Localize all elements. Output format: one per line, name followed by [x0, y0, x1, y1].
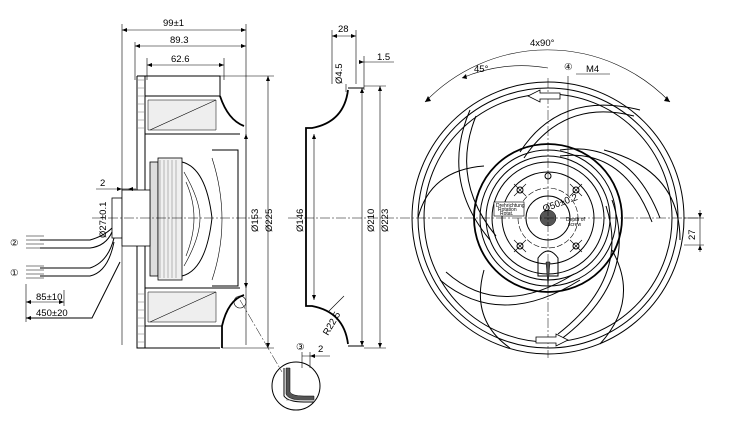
- dim-radius: R22.5: [321, 310, 343, 337]
- dim-wall: 1.5: [377, 52, 390, 63]
- shroud-hatch: [138, 79, 144, 343]
- dim-width-inner: 89.3: [170, 35, 189, 46]
- detail-marker: ③: [296, 342, 305, 353]
- dim-offset: 27: [687, 229, 698, 240]
- dim-hub-offset: 2: [100, 178, 105, 189]
- rotation-label-1: Drehrichtung: [496, 203, 525, 209]
- dim-inner-dia: Ø210: [366, 209, 377, 232]
- rotation-label-box: [493, 201, 525, 217]
- screw-label-1: Depth of: [566, 217, 586, 223]
- dim-cable-length: 450±20: [36, 308, 68, 319]
- dim-section-height: 28: [338, 24, 349, 35]
- dim-angle: 45°: [474, 64, 489, 75]
- bolt-holes: [513, 172, 583, 253]
- dim-overall-width: 99±1: [163, 18, 184, 29]
- dim-hub-dia: Ø27±0.1: [98, 202, 109, 238]
- thread-marker: ④: [564, 62, 573, 73]
- impeller-blades: [417, 104, 681, 349]
- rotation-arrow-bottom-icon: [535, 333, 569, 347]
- detail-dim: 2: [318, 344, 323, 355]
- front-view: 4x90° 45° ④ M4: [400, 38, 704, 358]
- cable-marker-1: ①: [10, 268, 19, 279]
- thread-size: M4: [586, 64, 599, 75]
- rotation-arrow-top-icon: [527, 89, 561, 103]
- dim-pattern: 4x90°: [530, 38, 555, 49]
- dim-bolt-circle: Ø50±0.2: [541, 192, 579, 215]
- dim-inlet-dia: Ø146: [295, 209, 306, 232]
- side-view: 99±1 89.3 62.6: [10, 18, 283, 373]
- dim-outer-dia-section: Ø223: [380, 209, 391, 232]
- dim-outer-dia: Ø225: [264, 209, 275, 232]
- dim-hole-dia: Ø4.5: [334, 63, 345, 84]
- rotation-label-2: Rotation: [498, 207, 517, 213]
- dim-width-shroud: 62.6: [171, 54, 190, 65]
- detail-view: ③ 2: [271, 342, 330, 411]
- screw-label-2: screw: [568, 222, 581, 228]
- cable-marker-2: ②: [10, 238, 19, 249]
- section-view: 28 Ø4.5 1.5 Ø146 Ø210 Ø223 R22.5: [288, 24, 400, 349]
- cables: [26, 227, 121, 319]
- dim-strip-length: 85±10: [36, 292, 62, 303]
- dim-motor-dia: Ø153: [250, 209, 261, 232]
- rotation-label-3: Rotat.: [500, 211, 513, 217]
